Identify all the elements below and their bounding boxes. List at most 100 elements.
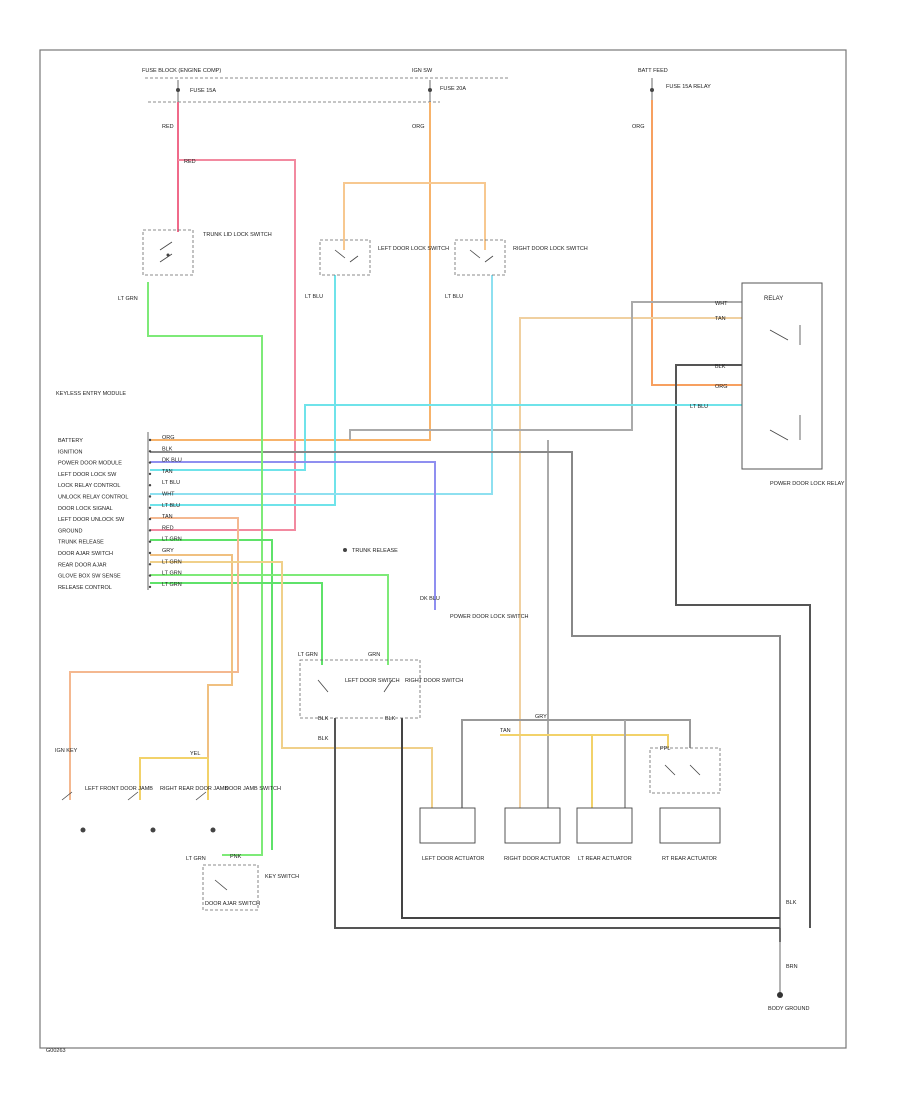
tag-blk2: BLK [318, 716, 329, 722]
wire-tan-jamb2 [150, 554, 233, 760]
trunk-release-label: TRUNK RELEASE [352, 548, 398, 554]
fuse-block-label: FUSE BLOCK (ENGINE COMP) [142, 68, 221, 74]
relay-title: RELAY [764, 296, 783, 302]
power-lock-label: POWER DOOR LOCK SWITCH [450, 614, 529, 620]
module-pin-label: POWER DOOR MODULE [58, 461, 122, 467]
wire-dark-pls1 [334, 718, 780, 929]
module-pin-wire: LT BLU [162, 480, 180, 486]
fuse-mid-top: IGN SW [412, 68, 433, 74]
lr-actuator-label: LT REAR ACTUATOR [578, 856, 632, 862]
module-pin-terminal [148, 450, 152, 453]
rf-actuator-label: RIGHT DOOR ACTUATOR [504, 856, 570, 862]
fuse-right-top: BATT FEED [638, 68, 668, 74]
tag-lt-blu-mid: LT BLU [690, 404, 708, 410]
wire-yellow-jamb [139, 757, 209, 800]
fuse-left-label: FUSE 15A [190, 88, 216, 94]
lf-door-label: LEFT DOOR LOCK SWITCH [378, 246, 449, 252]
tag-ppl: PPL [660, 746, 670, 752]
left-switch-label: LEFT DOOR SWITCH [345, 678, 400, 684]
wire-act-yellow [500, 734, 669, 808]
figure-code: G00263 [46, 1048, 66, 1054]
tag-red-top: RED [162, 124, 174, 130]
lf-actuator-box [419, 807, 476, 844]
module-pin-label: DOOR AJAR SWITCH [58, 551, 113, 557]
module-pin-label: RELEASE CONTROL [58, 585, 112, 591]
module-pin-wire: TAN [162, 514, 173, 520]
tag-org-top: ORG [412, 124, 425, 130]
diagram-frame [39, 49, 847, 1049]
trunk-switch-label: TRUNK LID LOCK SWITCH [203, 232, 272, 238]
module-pin-wire: LT GRN [162, 571, 182, 577]
module-pin-label: REAR DOOR AJAR [58, 562, 107, 568]
tag-lt-blu-r: LT BLU [445, 294, 463, 300]
module-pin-label: GLOVE BOX SW SENSE [58, 574, 121, 580]
module-pin-wire: WHT [162, 492, 175, 498]
tag-blk3: BLK [385, 716, 396, 722]
module-pin-wire: DK BLU [162, 458, 182, 464]
fuse-mid-symbol [428, 88, 432, 92]
rf-door-label: RIGHT DOOR LOCK SWITCH [513, 246, 588, 252]
tag-blk: BLK [715, 364, 726, 370]
module-pin-terminal [148, 529, 152, 532]
wire-cyan-left [150, 275, 336, 506]
wire-green-power [150, 582, 323, 665]
rr-actuator-box [659, 807, 721, 844]
fuse-mid-label: FUSE 20A [440, 86, 466, 92]
tag-grn: GRN [368, 652, 380, 658]
tag-blk4: BLK [318, 736, 329, 742]
module-pin-wire: BLK [162, 446, 173, 452]
module-pin-label: LEFT DOOR UNLOCK SW [58, 517, 125, 523]
module-pin-terminal [148, 484, 152, 487]
trunk-lid-lock-switch: TRUNK LID LOCK SWITCH [142, 229, 272, 276]
right-door-lock-switch: RIGHT DOOR LOCK SWITCH [454, 239, 588, 276]
left-door-lock-switch: LEFT DOOR LOCK SWITCH [319, 239, 449, 276]
module-pin-terminal [148, 551, 152, 555]
wires [69, 100, 811, 995]
wire-dark-pls2 [401, 718, 780, 919]
door-jamb-label: DOOR JAMB SWITCH [225, 786, 281, 792]
tag-tan: TAN [715, 316, 726, 322]
module-pin-label: IGNITION [58, 449, 82, 455]
fuse-right-label: FUSE 15A RELAY [666, 84, 711, 90]
tag-lt-grn-key: LT GRN [186, 856, 206, 862]
wire-green-module [150, 539, 273, 850]
module-pin-label: DOOR LOCK SIGNAL [58, 506, 113, 512]
power-door-lock-relay: RELAY POWER DOOR LOCK RELAY [741, 282, 845, 487]
trunk-release-symbol [343, 548, 347, 552]
wire-tags: RED RED ORG ORG LT GRN LT BLU LT BLU WHT… [118, 124, 798, 970]
rr-actuator-label: RT REAR ACTUATOR [662, 856, 717, 862]
wire-orange-main [150, 102, 431, 441]
tag-yel: YEL [190, 751, 200, 757]
tag-gry: GRY [535, 714, 547, 720]
wire-dkgray-relay [675, 364, 811, 928]
module-pin-wire: TAN [162, 469, 173, 475]
wire-tan-lfact [150, 561, 433, 808]
module-pin-wire: GRY [162, 548, 174, 554]
module-pin-wire: LT GRN [162, 559, 182, 565]
tag-red-mid: RED [184, 159, 196, 165]
fuse-right-symbol [650, 88, 654, 92]
tag-lt-grn2: LT GRN [298, 652, 318, 658]
ground-caption: BODY GROUND [768, 1006, 809, 1012]
module-pin-terminal [148, 540, 152, 543]
tag-wht: WHT [715, 301, 728, 307]
ground-symbol [777, 992, 783, 998]
key-switch: KEY SWITCH DOOR AJAR SWITCH [202, 864, 299, 911]
door-ajar-label: DOOR AJAR SWITCH [205, 901, 260, 907]
module-pin-label: GROUND [58, 528, 82, 534]
lr-actuator-box [576, 807, 633, 844]
wire-act-bus [461, 719, 691, 808]
module-pin-terminal [148, 574, 152, 577]
tag-pnk: PNK [230, 854, 242, 860]
wire-cyan-right [150, 275, 493, 495]
module-pin-label: LEFT DOOR LOCK SW [58, 472, 117, 478]
wire-tan-jamb1 [69, 517, 239, 800]
module-pin-wire: RED [162, 525, 174, 531]
right-switch-label: RIGHT DOOR SWITCH [405, 678, 463, 684]
fuse-bus: FUSE BLOCK (ENGINE COMP) FUSE 15A IGN SW… [142, 68, 711, 103]
power-door-lock-switch: LEFT DOOR SWITCH RIGHT DOOR SWITCH POWER… [299, 548, 529, 719]
relay-caption: POWER DOOR LOCK RELAY [770, 481, 845, 487]
fuse-left-symbol [176, 88, 180, 92]
